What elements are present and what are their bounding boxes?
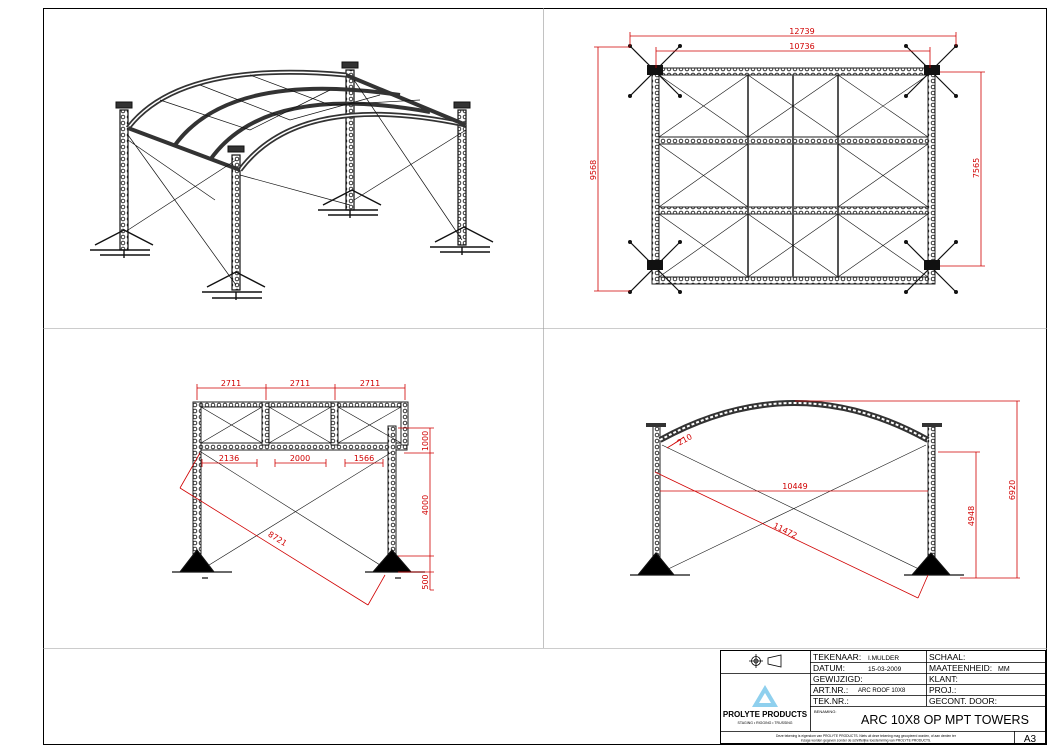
maateenheid-value: MM [998,666,1010,673]
tower-tops [115,61,471,153]
teknr-label: TEK.NR.: [813,696,849,706]
datum-value: 15-03-2009 [868,666,902,673]
projection-symbol-icon [749,654,782,668]
arc-trusses [126,69,467,172]
dim-front-diagonal: 11472 [772,521,799,540]
dim-clear-span: 10449 [782,482,807,491]
tekenaar-value: I.MULDER [868,655,899,662]
benaming-value: ARC 10X8 OP MPT TOWERS [861,713,1029,727]
sheet-size: A3 [1024,734,1037,745]
dim-total-height: 6920 [1008,480,1017,500]
tekenaar-label: TEKENAAR: [813,652,861,662]
dim-height-top: 1000 [421,431,430,451]
dim-diagonal: 8721 [266,530,288,548]
arc-trusses-inner [127,71,467,171]
dim-depth-outer: 9568 [589,160,598,180]
benaming-label: BENAMING: [814,709,836,714]
dim-span-2: 2000 [290,454,310,463]
dim-bay-2: 2711 [290,379,310,388]
beam [127,73,467,172]
prolyte-logo-icon [752,685,778,707]
front-view: 210 10449 11472 4948 6920 [630,400,1020,599]
bracing-cables [127,74,467,286]
side-view: 2711 2711 2711 2136 2000 1566 1000 4000 … [172,379,434,606]
dim-height-mid: 4000 [421,495,430,515]
disclaimer-line-1: Deze tekening is eigendom van PROLYTE PR… [776,734,957,738]
dim-tower-height: 4948 [967,506,976,526]
datum-label: DATUM: [813,663,845,673]
dim-span-3: 1566 [354,454,374,463]
dim-bay-1: 2711 [221,379,241,388]
plan-view: 12739 10736 9568 7565 [589,27,985,294]
perspective-view [90,61,494,300]
disclaimer-line-2: inzage worden gegeven zonder de schrifte… [801,739,931,743]
company-name: PROLYTE PRODUCTS [723,710,808,719]
sheet-border [43,8,1047,745]
front-dimensions [654,400,1020,599]
dim-offset: 210 [676,432,694,447]
proj-label: PROJ.: [929,685,956,695]
gecont-label: GECONT. DOOR: [929,696,997,706]
gewijzigd-label: GEWIJZIGD: [813,674,863,684]
tower-bases [90,189,494,300]
title-block: PROLYTE PRODUCTS STAGING • RIGGING • TRU… [720,650,1046,745]
dim-depth-inner: 7565 [972,158,981,178]
dim-height-base: 500 [421,574,430,589]
artnr-value: ARC ROOF 10X8 [858,688,906,694]
schaal-label: SCHAAL: [929,652,965,662]
klant-label: KLANT: [929,674,958,684]
dim-width-inner: 10736 [789,42,814,51]
plan-dimensions [594,32,985,292]
artnr-label: ART.NR.: [813,685,848,695]
company-tagline: STAGING • RIGGING • TRUSSING [737,721,792,725]
dim-span-1: 2136 [219,454,239,463]
side-dimensions [179,384,434,606]
dim-width-outer: 12739 [789,27,814,36]
dim-bay-3: 2711 [360,379,380,388]
maateenheid-label: MAATEENHEID: [929,663,992,673]
